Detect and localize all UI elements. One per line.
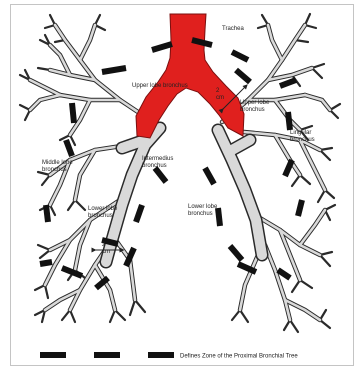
legend-text: Defines Zone of the Proximal Bronchial T… (180, 354, 298, 360)
legend-dash-3 (148, 352, 174, 358)
label-upper-lobe-bronchus-right-text: Upper lobe bronchus (132, 83, 188, 89)
label-line-2: bronchus (88, 213, 113, 219)
label-line-2: cm (216, 95, 224, 101)
label-line-1: Intermedius (142, 156, 173, 162)
label-line-2: bronchus (290, 137, 315, 143)
label-line-1: Lower lobe (88, 206, 118, 212)
trachea-shape (136, 14, 244, 138)
legend-dash-1 (40, 352, 66, 358)
label-line-1: Upper lobe (240, 100, 270, 106)
label-line-1: Lower lobe (188, 204, 218, 210)
label-line-1: Lingular (290, 130, 311, 136)
label-line-2: cm (102, 249, 110, 255)
label-line-2: bronchus (188, 211, 213, 217)
label-upper-lobe-bronchus-right: Upper lobe bronchus (132, 83, 188, 89)
label-trachea: Trachea (222, 26, 244, 32)
label-line-2: bronchus (240, 107, 265, 113)
main-bronchi-fill (106, 128, 262, 262)
legend-dashes (40, 352, 174, 358)
legend: Defines Zone of the Proximal Bronchial T… (40, 352, 298, 360)
label-line-1: Middle lobe (42, 160, 73, 166)
label-line-2: bronchus (142, 163, 167, 169)
legend-dash-2 (94, 352, 120, 358)
label-line-2: bronchus (42, 167, 67, 173)
